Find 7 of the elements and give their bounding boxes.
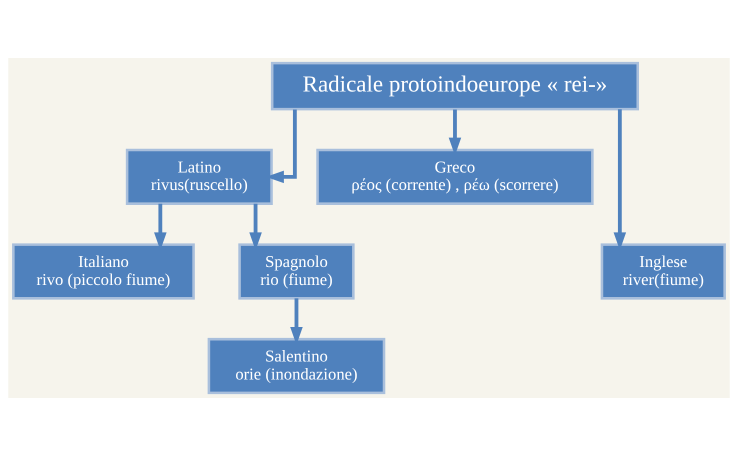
node-box: Spagnolo rio (fiume)	[238, 242, 355, 300]
node-box: Radicale protoindoeurope « rei-»	[270, 61, 640, 110]
node-box: Greco ρέος (corrente) , ρέω (scorrere)	[316, 148, 594, 204]
node-box: Italiano rivo (piccolo fiume)	[12, 242, 195, 300]
node-box: Latino rivus(ruscello)	[126, 148, 273, 204]
node-box: Inglese river(fiume)	[600, 242, 726, 300]
node-box: Salentino orie (inondazione)	[208, 337, 386, 394]
